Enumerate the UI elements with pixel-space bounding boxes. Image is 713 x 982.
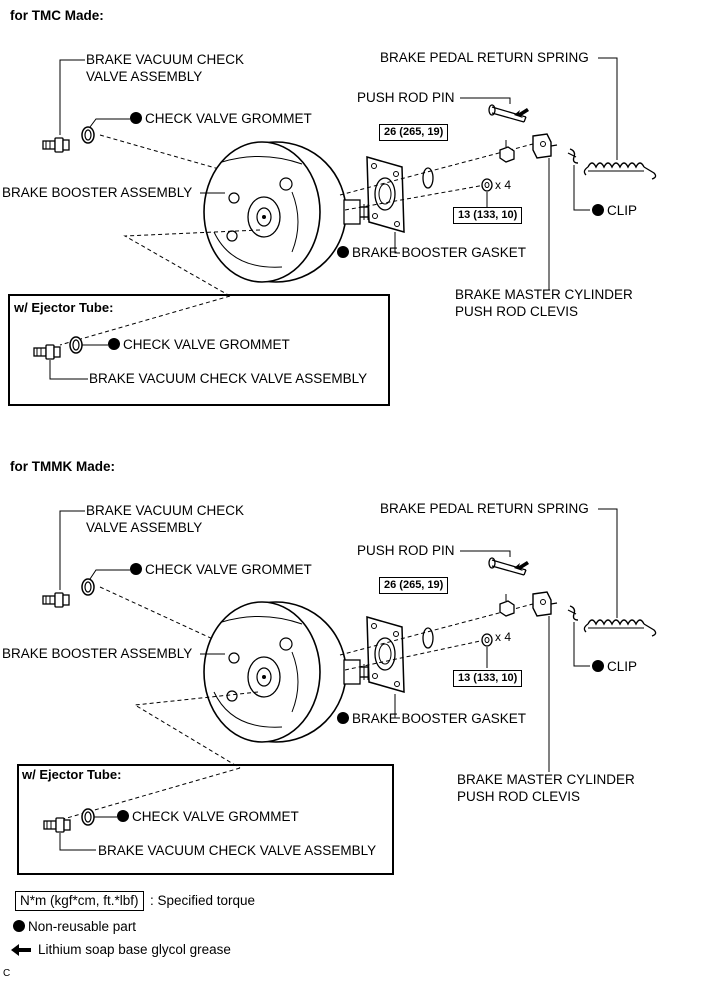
label-clevis-line1: BRAKE MASTER CYLINDER (455, 287, 633, 302)
ejector-valve-label: BRAKE VACUUM CHECK VALVE ASSEMBLY (89, 371, 368, 386)
panel-header-tmc: for TMC Made: (10, 8, 104, 23)
label-grommet: CHECK VALVE GROMMET (130, 111, 312, 127)
label-clip: CLIP (592, 203, 637, 219)
panel-tmmk-art (42, 508, 657, 851)
label-gasket: BRAKE BOOSTER GASKET (337, 711, 526, 727)
torque-nut: 26 (265, 19) (379, 124, 449, 141)
label-return-spring: BRAKE PEDAL RETURN SPRING (380, 50, 589, 65)
label-vacuum-valve-line1: BRAKE VACUUM CHECK (86, 52, 245, 67)
legend-torque-text: : Specified torque (150, 893, 256, 908)
label-push-rod-pin: PUSH ROD PIN (357, 90, 455, 105)
ejector-grommet-label: CHECK VALVE GROMMET (108, 337, 290, 353)
torque-nut: 26 (265, 19) (379, 577, 449, 594)
label-grommet: CHECK VALVE GROMMET (130, 562, 312, 578)
nonreusable-dot-icon (117, 810, 129, 822)
multiplier: x 4 (495, 630, 512, 644)
corner-mark: C (3, 968, 11, 979)
legend-grease: Lithium soap base glycol grease (38, 942, 231, 957)
ejector-valve-label: BRAKE VACUUM CHECK VALVE ASSEMBLY (98, 843, 377, 858)
label-return-spring: BRAKE PEDAL RETURN SPRING (380, 501, 589, 516)
nonreusable-dot-icon (592, 660, 604, 672)
nonreusable-dot-icon (130, 563, 142, 575)
nonreusable-dot-icon (337, 712, 349, 724)
panel-tmc-art (33, 57, 657, 380)
ejector-grommet-label: CHECK VALVE GROMMET (117, 809, 299, 825)
label-booster: BRAKE BOOSTER ASSEMBLY (2, 646, 193, 661)
nonreusable-dot-icon (592, 204, 604, 216)
nonreusable-dot-icon (130, 112, 142, 124)
legend-nonreusable: Non-reusable part (13, 919, 136, 935)
nonreusable-dot-icon (337, 246, 349, 258)
nonreusable-dot-icon (108, 338, 120, 350)
multiplier: x 4 (495, 178, 512, 192)
label-vacuum-valve-line2: VALVE ASSEMBLY (86, 69, 203, 84)
torque-bolts: 13 (133, 10) (453, 670, 523, 687)
ejector-box-tmc (8, 294, 390, 406)
label-vacuum-valve-line2: VALVE ASSEMBLY (86, 520, 203, 535)
label-clevis-line2: PUSH ROD CLEVIS (457, 789, 581, 804)
ejector-box-tmmk (17, 764, 394, 875)
torque-bolts: 13 (133, 10) (453, 207, 523, 224)
ejector-title-tmmk: w/ Ejector Tube: (22, 767, 122, 782)
label-push-rod-pin: PUSH ROD PIN (357, 543, 455, 558)
ejector-title-tmc: w/ Ejector Tube: (14, 300, 114, 315)
label-vacuum-valve-line1: BRAKE VACUUM CHECK (86, 503, 245, 518)
label-clevis-line1: BRAKE MASTER CYLINDER (457, 772, 635, 787)
label-booster: BRAKE BOOSTER ASSEMBLY (2, 185, 193, 200)
legend-torque-unit: N*m (kgf*cm, ft.*lbf) (15, 891, 144, 911)
label-clevis-line2: PUSH ROD CLEVIS (455, 304, 579, 319)
label-gasket: BRAKE BOOSTER GASKET (337, 245, 526, 261)
label-clip: CLIP (592, 659, 637, 675)
nonreusable-dot-icon (13, 920, 25, 932)
panel-header-tmmk: for TMMK Made: (10, 459, 115, 474)
grease-arrow-icon (11, 944, 31, 956)
